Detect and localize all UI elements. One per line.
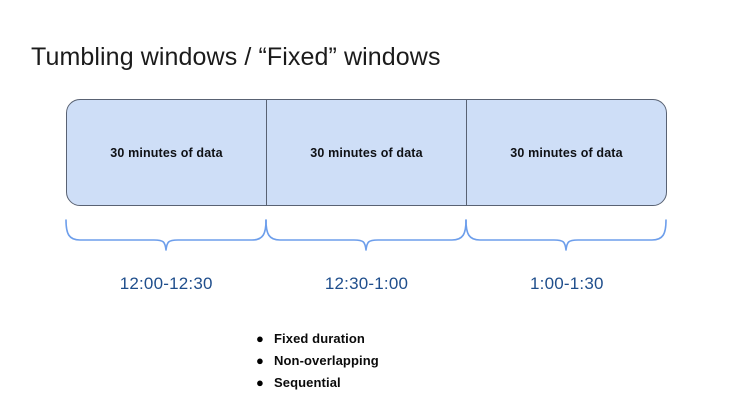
bullet-dot-icon: ● [256,331,264,346]
list-item: ● Sequential [256,372,556,394]
window-box-2-label: 30 minutes of data [310,145,423,160]
bullet-label-2: Non-overlapping [274,353,379,368]
bullet-label-3: Sequential [274,375,341,390]
list-item: ● Fixed duration [256,328,556,350]
bullet-label-1: Fixed duration [274,331,365,346]
time-label-window-2: 12:30-1:00 [324,274,409,293]
windows-row: 30 minutes of data 30 minutes of data 30… [66,99,667,206]
window-box-1-label: 30 minutes of data [110,145,223,160]
brace-window-1 [65,219,267,251]
time-label-window-1: 12:00-12:30 [119,274,213,293]
bullet-dot-icon: ● [256,353,264,368]
brace-group [65,219,667,251]
window-box-3-label: 30 minutes of data [510,145,623,160]
time-label-window-3: 1:00-1:30 [530,274,604,293]
window-box-3: 30 minutes of data [466,99,667,206]
brace-window-2 [265,219,467,251]
bullet-dot-icon: ● [256,375,264,390]
brace-window-3 [465,219,667,251]
window-box-1: 30 minutes of data [66,99,267,206]
list-item: ● Non-overlapping [256,350,556,372]
time-label-row: 12:00-12:30 12:30-1:00 1:00-1:30 [66,272,667,298]
page-title: Tumbling windows / “Fixed” windows [31,43,441,71]
bullet-list: ● Fixed duration ● Non-overlapping ● Seq… [256,328,556,394]
window-box-2: 30 minutes of data [266,99,467,206]
